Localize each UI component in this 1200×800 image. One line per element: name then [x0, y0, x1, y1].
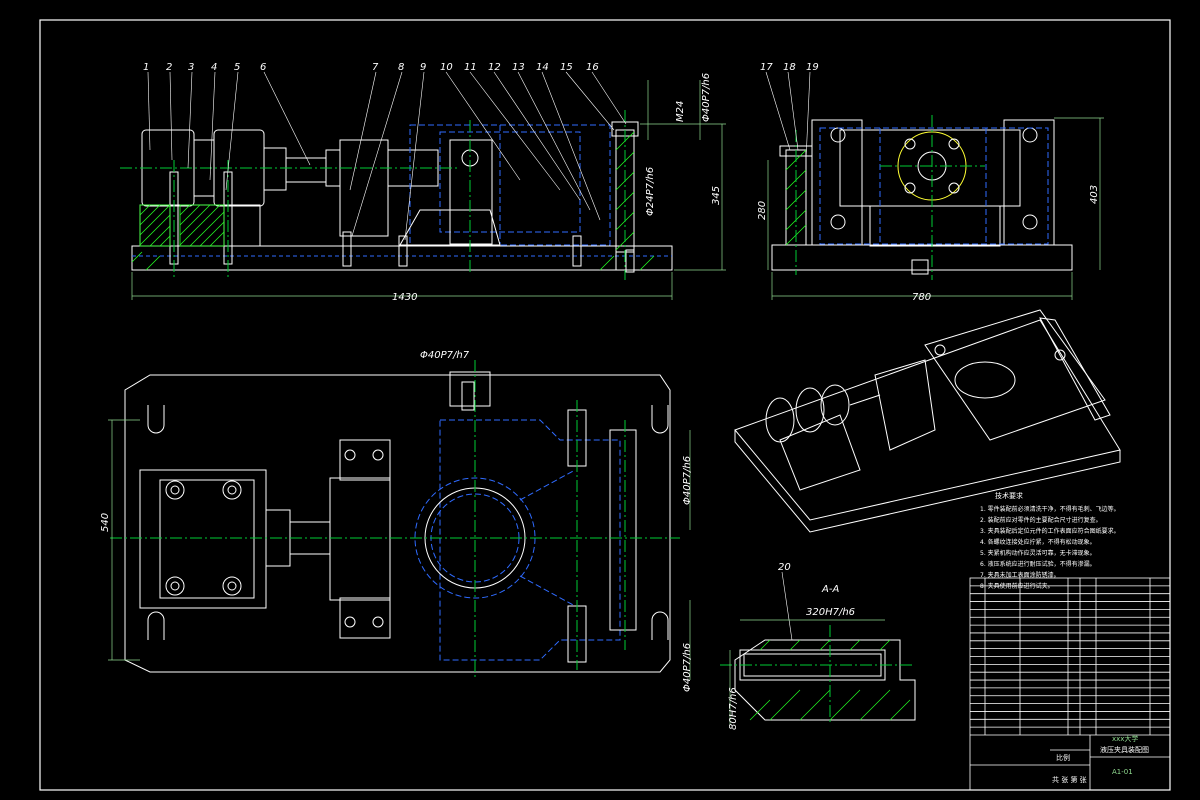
- notes-title: 技术要求: [995, 491, 1023, 500]
- note-line: 3. 夹具装配后定位元件的工作表面应符合图纸要求。: [980, 527, 1120, 535]
- outer-frame: [39, 19, 1171, 791]
- part-number: 15: [560, 62, 573, 73]
- front-dimension-texts: 1430 345 M24 Φ40P7/h6 Φ24P7/h6: [392, 73, 722, 303]
- title-block: xxx大学 液压夹具装配图 A1-01 比例 共 张 第 张: [1052, 734, 1149, 784]
- dim-side-height: 403: [1089, 185, 1100, 204]
- note-line: 7. 夹具未加工表面涂防锈漆。: [980, 571, 1060, 579]
- dim-plan-width: 540: [100, 513, 111, 532]
- part-number: 4: [211, 62, 217, 73]
- dim-front-height: 345: [711, 186, 722, 205]
- part-number: 13: [512, 62, 525, 73]
- part-number: 7: [372, 62, 379, 73]
- dim-front-length: 1430: [392, 292, 417, 303]
- part-number: 5: [234, 62, 240, 73]
- part-number: 19: [806, 62, 819, 73]
- scale-label: 比例: [1056, 753, 1070, 762]
- dim-m24: M24: [675, 101, 686, 122]
- part-number: 9: [420, 62, 426, 73]
- part-number: 17: [760, 62, 773, 73]
- dim-phi40-top: Φ40P7/h6: [701, 73, 712, 122]
- bom-table: [969, 577, 1171, 791]
- part-number: 1: [143, 62, 149, 73]
- part-number: 18: [783, 62, 796, 73]
- part-number: 3: [188, 62, 194, 73]
- note-line: 4. 各螺纹连接处应拧紧，不得有松动现象。: [980, 538, 1096, 546]
- note-line: 5. 夹紧机构动作应灵活可靠，无卡滞现象。: [980, 549, 1096, 557]
- section-labels: 20 A-A 320H7/h6 80H7/h6: [728, 562, 855, 730]
- dim-section-height: 80H7/h6: [728, 687, 739, 730]
- isometric-view: [734, 309, 1121, 533]
- part-number: 6: [260, 62, 266, 73]
- part-number: 12: [488, 62, 501, 73]
- part-number: 10: [440, 62, 453, 73]
- dim-phi40-plan-right2: Φ40P7/h6: [682, 643, 693, 692]
- note-line: 2. 装配前应对零件的主要配合尺寸进行复查。: [980, 516, 1102, 524]
- plan-view: [108, 360, 691, 680]
- front-part-numbers: 1 2 3 4 5 6 7 8 9 10 11 12 13 14 15 16: [143, 62, 599, 73]
- side-labels: 17 18 19 780 403 280: [757, 62, 1100, 303]
- dim-side-height2: 280: [757, 201, 768, 220]
- part-number: 11: [464, 62, 477, 73]
- dim-phi40-plan-right: Φ40P7/h6: [682, 456, 693, 505]
- part-number: 14: [536, 62, 549, 73]
- part-number: 8: [398, 62, 404, 73]
- section-number: 20: [778, 562, 791, 573]
- drawing-code: A1-01: [1112, 768, 1133, 776]
- technical-notes: 技术要求 1. 零件装配前必须清洗干净，不得有毛刺、飞边等。 2. 装配前应对零…: [980, 491, 1120, 590]
- part-number: 16: [586, 62, 599, 73]
- part-number: 2: [166, 62, 172, 73]
- section-title: A-A: [821, 584, 839, 595]
- plan-labels: 540 Φ40P7/h7 Φ40P7/h6 Φ40P7/h6: [100, 350, 693, 692]
- dim-phi24: Φ24P7/h6: [645, 167, 656, 216]
- front-view: [120, 71, 726, 300]
- dim-section-width: 320H7/h6: [806, 607, 855, 618]
- note-line: 1. 零件装配前必须清洗干净，不得有毛刺、飞边等。: [980, 505, 1120, 513]
- sheet-label: 共 张 第 张: [1052, 775, 1087, 784]
- dim-phi40-plan-top: Φ40P7/h7: [420, 350, 470, 361]
- note-line: 6. 液压系统应进行耐压试验，不得有渗漏。: [980, 560, 1096, 568]
- section-aa: [720, 571, 916, 725]
- dim-side-width: 780: [912, 292, 931, 303]
- school-name: xxx大学: [1112, 734, 1138, 743]
- drawing-name: 液压夹具装配图: [1100, 745, 1149, 754]
- side-view: [765, 71, 1104, 300]
